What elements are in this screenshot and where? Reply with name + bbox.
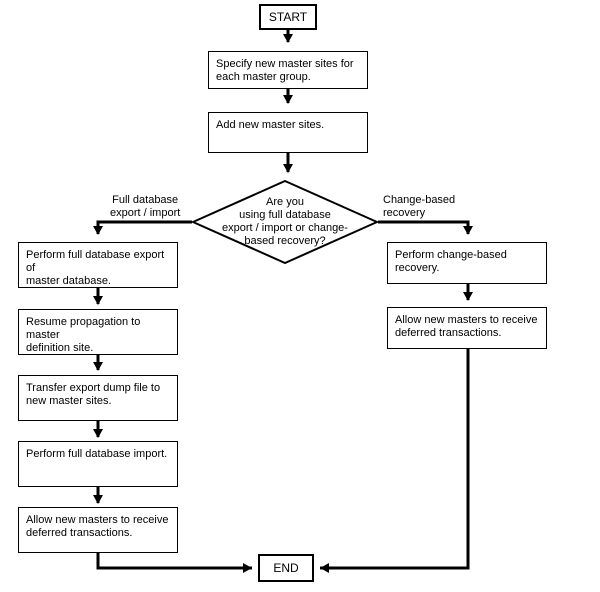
node-add-sites-label: Add new master sites. — [216, 119, 325, 131]
edge-label-left-branch: Full database export / import — [110, 194, 181, 219]
node-perform-import-label: Perform full database import. — [26, 448, 168, 460]
node-start-label: START — [268, 9, 308, 24]
node-perform-export: Perform full database export of master d… — [18, 242, 178, 288]
node-perform-cbr-label: Perform change-based recovery. — [395, 249, 507, 274]
node-decision-label: Are you using full database export / imp… — [222, 196, 348, 247]
node-transfer-dump: Transfer export dump file to new master … — [18, 375, 178, 421]
node-transfer-dump-label: Transfer export dump file to new master … — [26, 382, 161, 407]
node-resume-propagation: Resume propagation to master definition … — [18, 309, 178, 355]
node-specify-sites-label: Specify new master sites for each master… — [216, 58, 354, 83]
node-perform-export-label: Perform full database export of master d… — [26, 249, 165, 287]
node-perform-import: Perform full database import. — [18, 441, 178, 487]
edge-label-right-branch: Change-based recovery — [383, 194, 456, 219]
node-specify-sites: Specify new master sites for each master… — [208, 51, 368, 89]
node-allow-left-label: Allow new masters to receive deferred tr… — [26, 514, 169, 539]
node-allow-right: Allow new masters to receive deferred tr… — [387, 307, 547, 349]
node-decision: Are you using full database export / imp… — [192, 180, 378, 264]
node-resume-propagation-label: Resume propagation to master definition … — [26, 316, 141, 354]
node-allow-right-label: Allow new masters to receive deferred tr… — [395, 314, 538, 339]
node-start: START — [259, 4, 317, 30]
node-add-sites: Add new master sites. — [208, 112, 368, 153]
node-perform-cbr: Perform change-based recovery. — [387, 242, 547, 284]
node-allow-left: Allow new masters to receive deferred tr… — [18, 507, 178, 553]
node-end-label: END — [273, 560, 299, 575]
node-end: END — [258, 554, 314, 582]
